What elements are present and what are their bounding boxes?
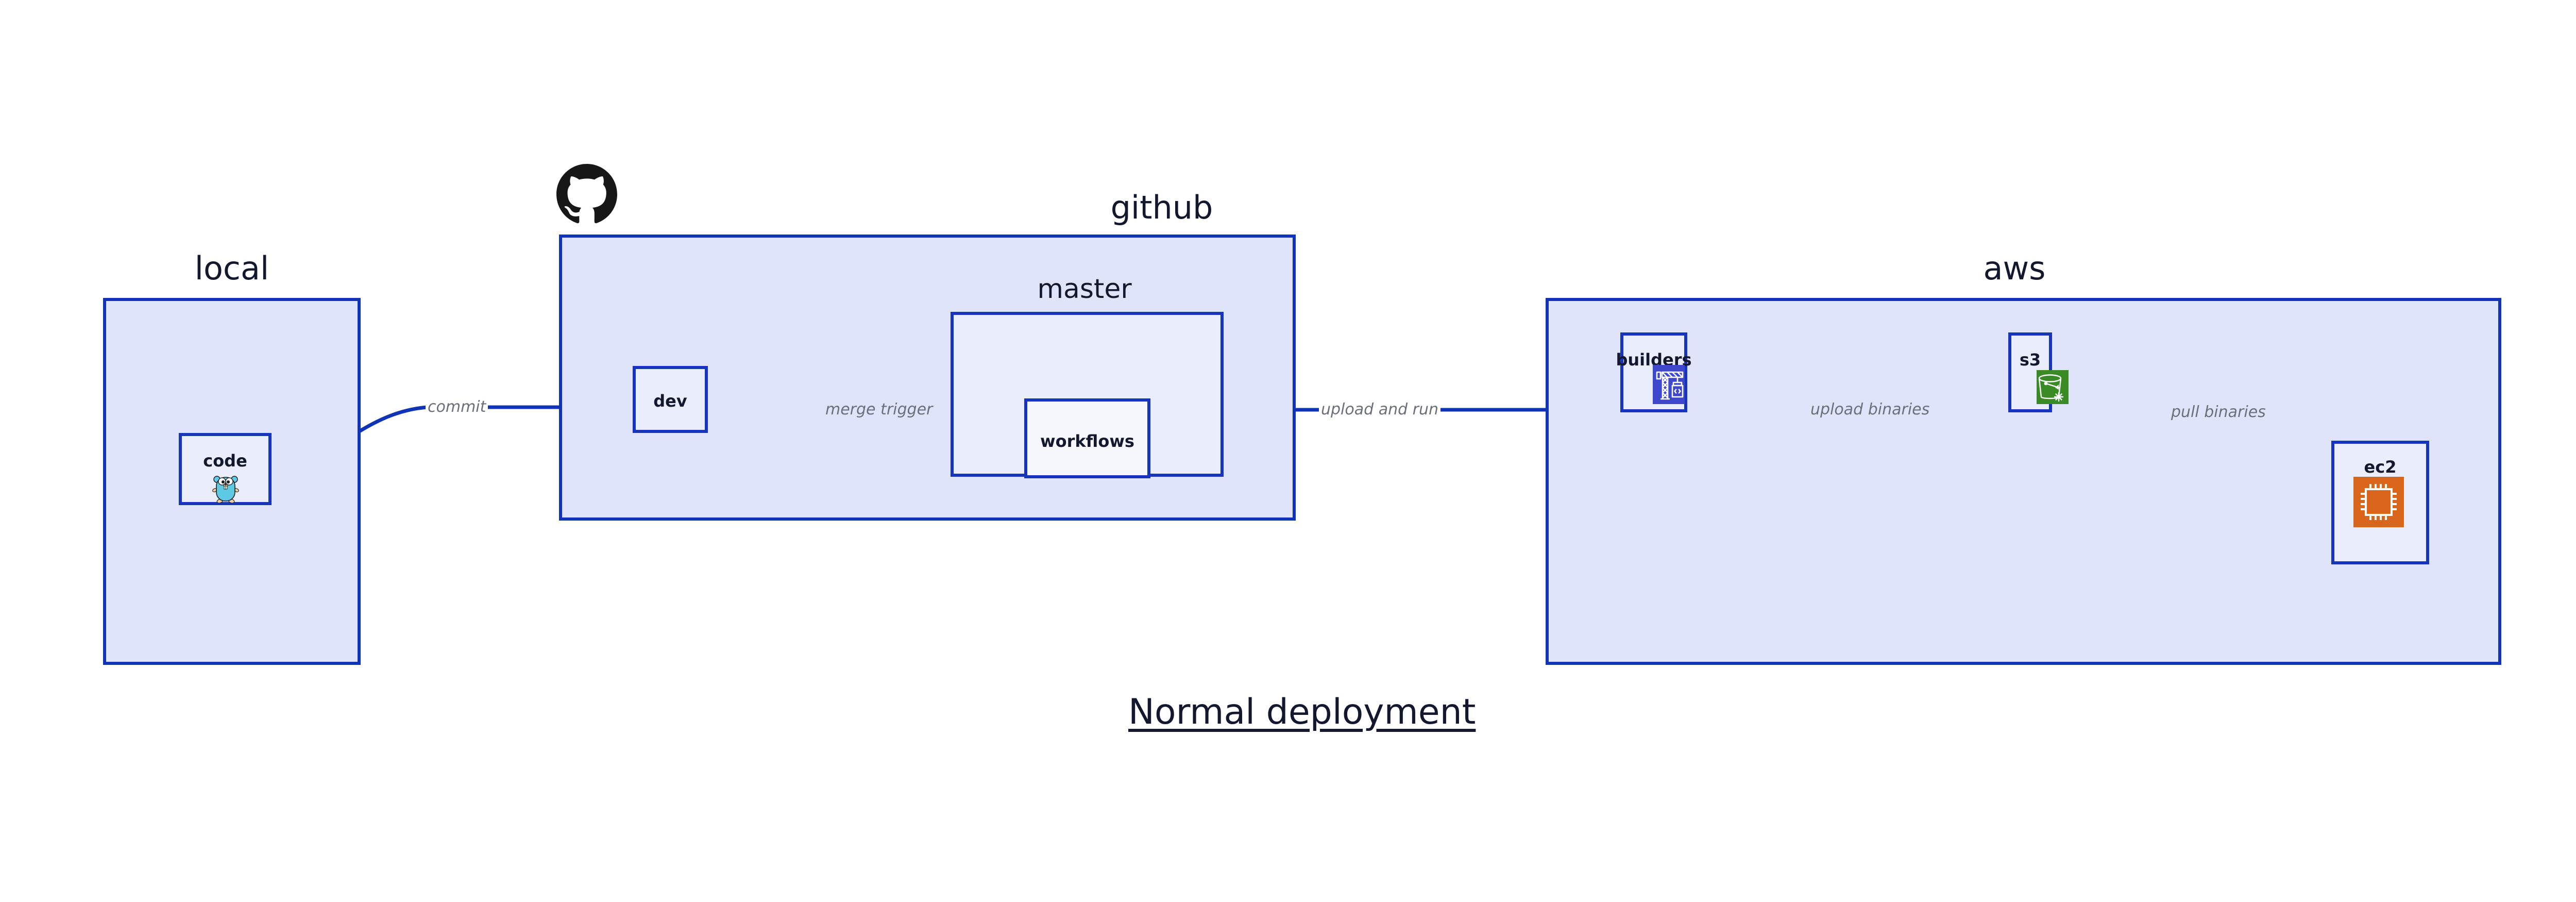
github-octocat-icon	[556, 164, 617, 225]
node-label-dev: dev	[653, 391, 687, 411]
group-label-local: local	[194, 249, 269, 287]
node-label-ec2: ec2	[2364, 457, 2397, 477]
group-label-github: github	[1110, 189, 1213, 226]
edge-label-commit: commit	[426, 399, 488, 415]
node-label-workflows: workflows	[1040, 431, 1134, 451]
s3-bucket-icon	[2037, 370, 2069, 404]
cpu-chip-icon	[2353, 477, 2404, 527]
group-label-aws: aws	[1983, 249, 2046, 287]
edge-label-upload-binaries: upload binaries	[1808, 402, 1932, 417]
edge-label-upload-and-run: upload and run	[1319, 402, 1441, 417]
edge-label-pull-binaries: pull binaries	[2169, 405, 2268, 420]
node-label-s3: s3	[2019, 350, 2041, 370]
group-label-master: master	[1037, 274, 1132, 305]
node-label-code: code	[203, 451, 247, 471]
edge-label-merge-trigger: merge trigger	[823, 402, 935, 417]
page-title: Normal deployment	[1128, 692, 1476, 732]
go-gopher-icon	[212, 473, 239, 504]
crane-code-icon	[1653, 365, 1685, 404]
node-workflows[interactable]	[1024, 398, 1150, 478]
